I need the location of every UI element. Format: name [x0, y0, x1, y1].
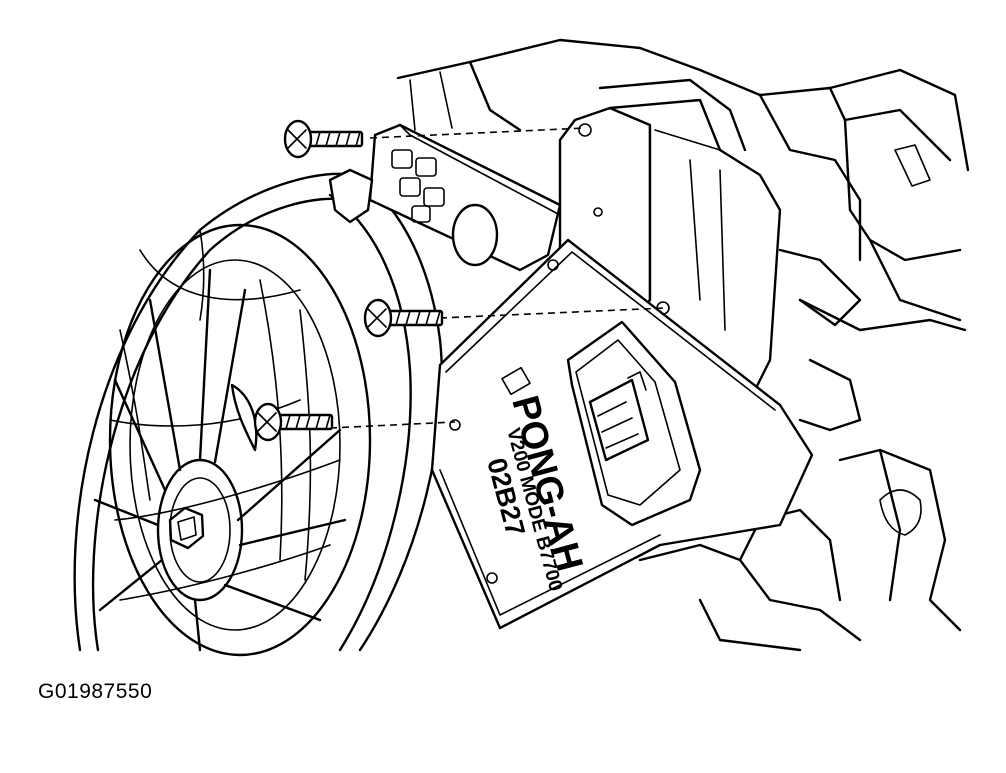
engine-housing [396, 38, 970, 652]
figure-id-label: G01987550 [38, 680, 153, 703]
screw-icon [363, 298, 444, 338]
screw-icon [253, 402, 334, 442]
electrical-connector-icon [328, 123, 562, 272]
control-module-icon: PONG-AH V200 MODE B7700 02B27 [430, 238, 814, 630]
screw-icon [283, 119, 364, 159]
alignment-lines [329, 127, 666, 429]
cooling-fan-icon [73, 172, 444, 657]
